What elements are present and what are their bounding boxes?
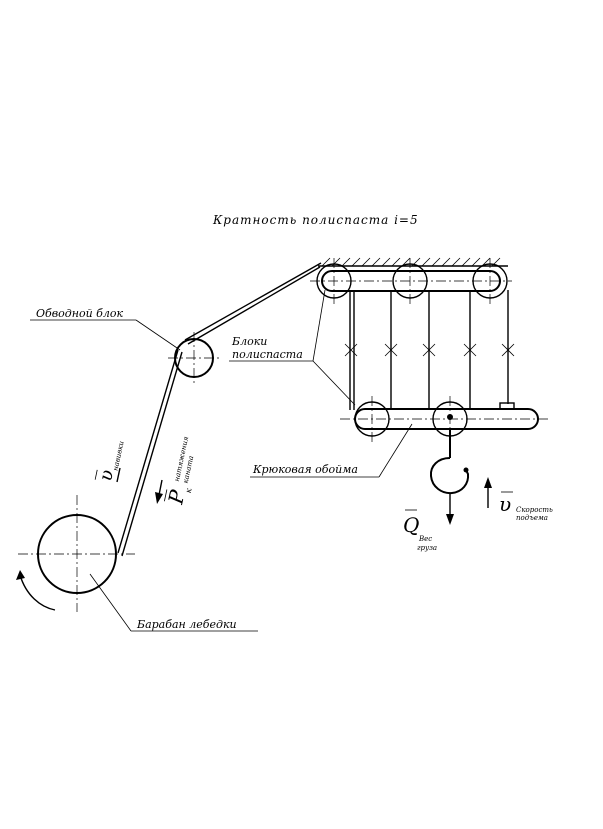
q-load-note-line1: Вес [418, 535, 432, 543]
hoist-rope [117, 262, 322, 557]
rope-strands [344, 290, 515, 410]
v-lift-note-line2: подъема [516, 514, 548, 522]
bypass-pulley [168, 332, 222, 386]
force-arrows [116, 467, 492, 525]
p-force-subscript: к [184, 487, 194, 494]
winch-drum-label: Барабан лебедки [136, 618, 237, 631]
v-lift-group: υ Скорость подъема [499, 491, 553, 522]
p-force-symbol: P [163, 487, 190, 507]
q-load-note-line2: груза [417, 544, 437, 552]
hook-block [340, 396, 548, 442]
winch-drum [16, 495, 135, 612]
v-winding-group: υ навивки [94, 440, 126, 483]
upper-pulley-block [310, 258, 512, 304]
pulley-blocks-label-line2: полиспаста [232, 348, 303, 361]
v-lift-symbol: υ [499, 492, 511, 516]
leader-lines [30, 289, 413, 632]
v-lift-note-line1: Скорость [516, 506, 553, 514]
diagram-title: Кратность полиспаста i=5 [212, 213, 419, 227]
bypass-block-label: Обводной блок [36, 307, 124, 320]
hook-block-label: Крюковая обойма [252, 463, 358, 476]
pulley-blocks-label-line1: Блоки [231, 335, 267, 348]
p-tension-group: P к натяжения каната [163, 435, 195, 507]
v-winding-symbol: υ [95, 468, 118, 483]
hook [429, 429, 470, 495]
q-load-symbol: Q [403, 513, 419, 537]
v-winding-subscript: навивки [112, 440, 126, 472]
q-load-group: Q Вес груза [403, 509, 437, 552]
